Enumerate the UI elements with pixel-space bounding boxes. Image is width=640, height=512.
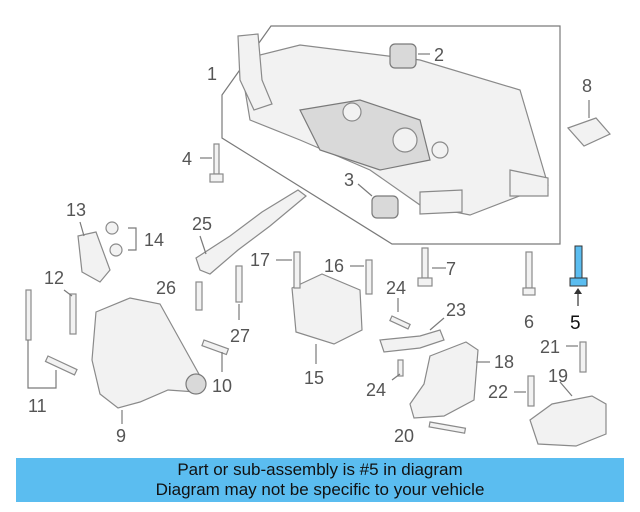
callout-26[interactable]: 26 [156,278,176,298]
engine-mount-9 [91,297,207,424]
callout-2[interactable]: 2 [434,45,444,65]
callout-23[interactable]: 23 [446,300,466,320]
callout-7[interactable]: 7 [446,259,456,279]
callout-18[interactable]: 18 [494,352,514,372]
callout-11[interactable]: 11 [28,396,47,416]
callout-24-upper[interactable]: 24 [386,278,406,298]
callout-24-lower[interactable]: 24 [366,380,386,400]
bolts-11 [25,289,78,389]
bracket-18 [409,341,490,419]
bolt-10 [201,339,230,372]
mount-3 [357,183,399,219]
caption-line-1: Part or sub-assembly is #5 in diagram [177,460,463,479]
bolt-5-highlight [569,245,588,306]
bolt-21 [566,341,587,373]
bolt-16 [350,259,373,295]
callout-27[interactable]: 27 [230,326,250,346]
callout-1[interactable]: 1 [207,64,217,84]
callout-8[interactable]: 8 [582,76,592,96]
bolt-12 [63,289,77,335]
caption-line-2: Diagram may not be specific to your vehi… [155,480,485,499]
callout-19[interactable]: 19 [548,366,568,386]
callout-3[interactable]: 3 [344,170,354,190]
bolt-20 [428,421,467,434]
callout-22[interactable]: 22 [488,382,508,402]
plate-8 [566,100,611,147]
bolt-17 [276,251,301,289]
callout-10[interactable]: 10 [212,376,232,396]
link-23 [379,317,445,353]
callout-16[interactable]: 16 [324,256,344,276]
bolt-27 [235,265,243,320]
caption-banner: Part or sub-assembly is #5 in diagram Di… [16,458,624,502]
callout-17[interactable]: 17 [250,250,270,270]
subframe-assembly [221,25,561,245]
callout-14[interactable]: 14 [144,230,164,250]
bolt-7 [417,247,446,287]
mount-15 [291,273,363,364]
callout-21[interactable]: 21 [540,337,560,357]
bolt-6 [522,251,536,296]
bolt-26 [195,281,203,311]
callout-15[interactable]: 15 [304,368,324,388]
callout-13[interactable]: 13 [66,200,86,220]
bolt-4 [200,143,224,183]
mount-2 [389,43,430,69]
callout-5[interactable]: 5 [570,313,581,334]
bolt-24-lower [391,359,404,381]
callout-20[interactable]: 20 [394,426,414,446]
callout-12[interactable]: 12 [44,268,64,288]
mount-19 [529,381,607,447]
bracket-13 [77,221,111,283]
callout-6[interactable]: 6 [524,312,534,332]
bolt-22 [514,375,535,407]
callout-25[interactable]: 25 [192,214,212,234]
callout-4[interactable]: 4 [182,149,192,169]
bracket-25 [195,189,307,275]
bolt-24-upper [389,298,411,330]
callout-9[interactable]: 9 [116,426,126,446]
bolts-14 [105,221,137,257]
parts-diagram: 1 2 3 4 5 6 7 8 9 10 11 12 13 14 15 16 1… [25,25,611,447]
